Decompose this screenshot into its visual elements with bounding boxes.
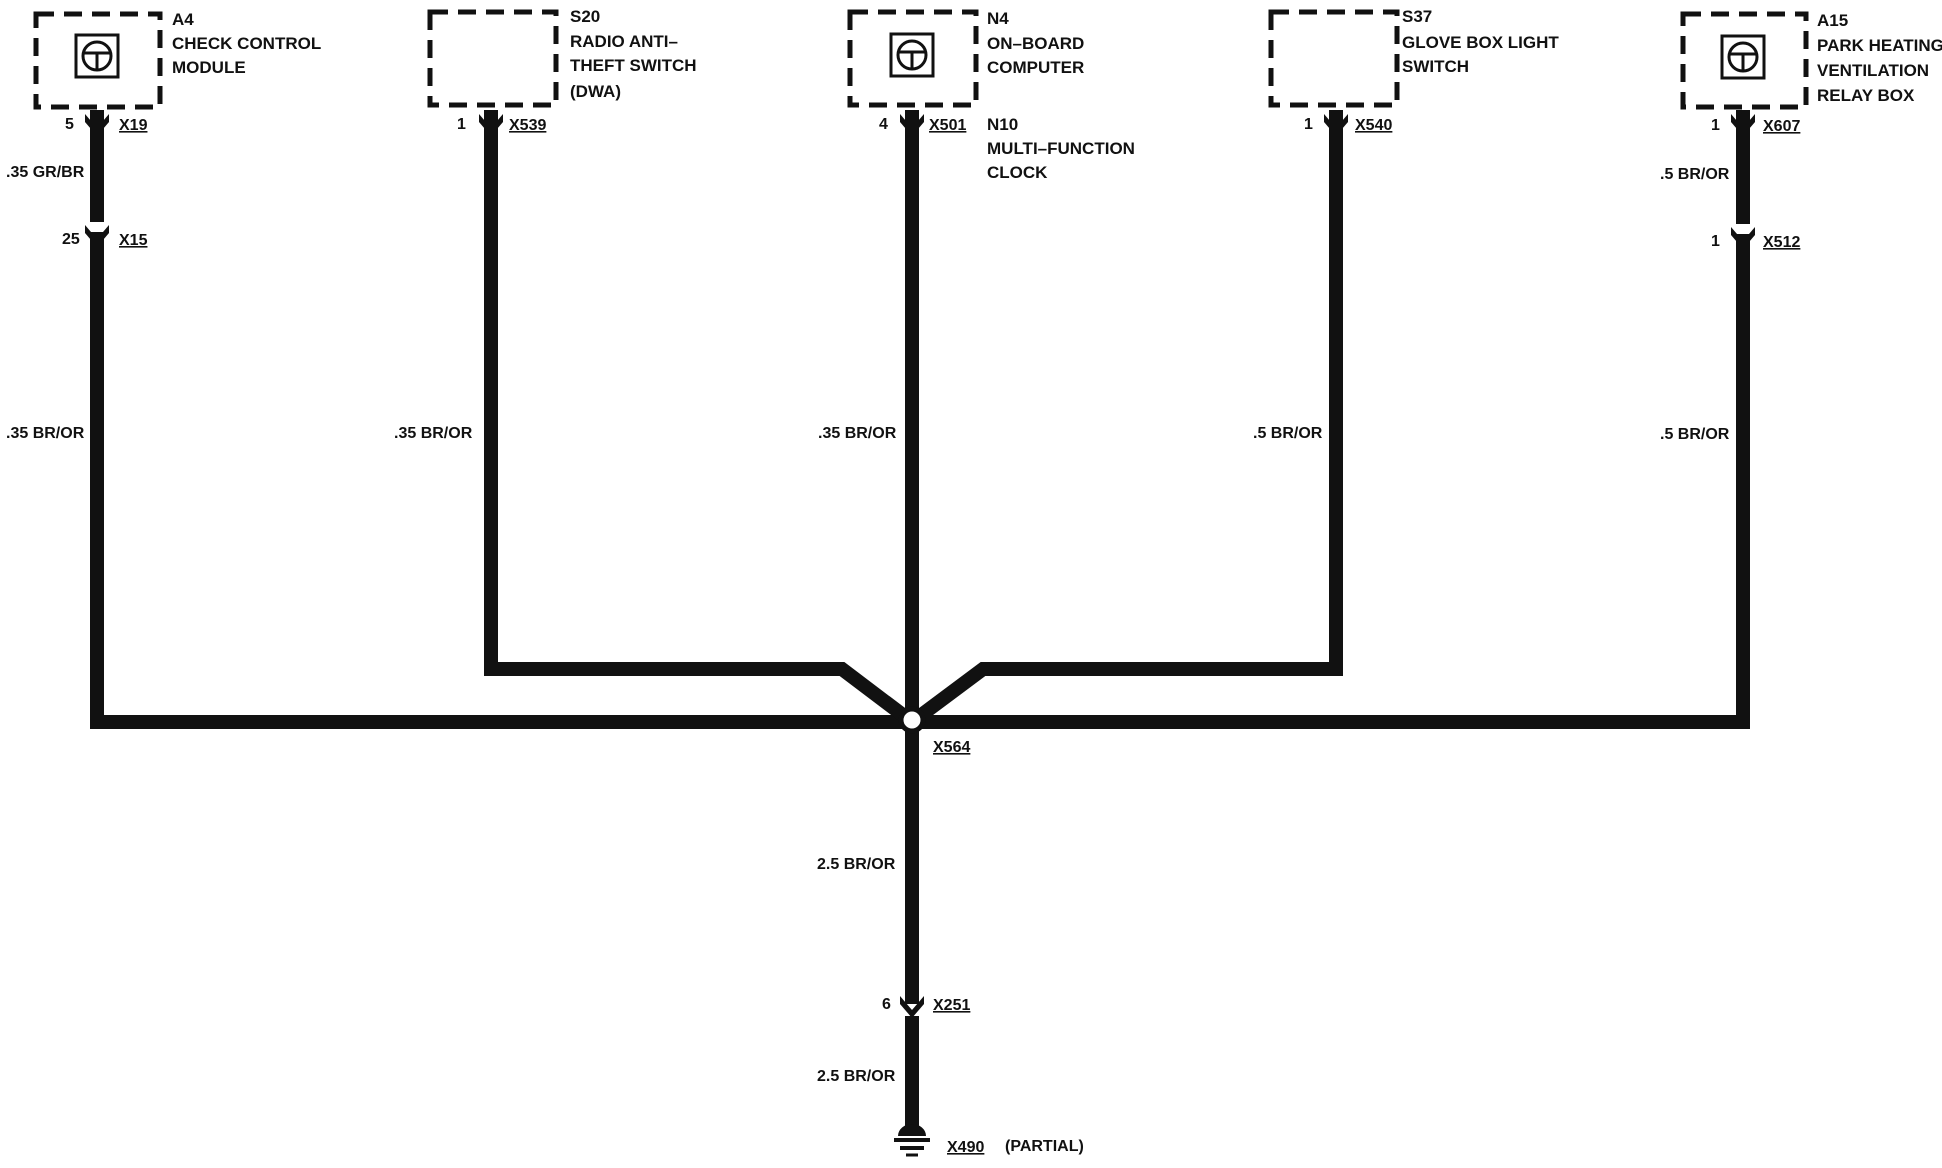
module-icon [1720,34,1766,80]
component-id-s37: S37 [1402,7,1432,26]
connector-mark-x607 [1731,114,1755,136]
component-box-s37 [1268,9,1400,108]
connector-mark-x19 [85,114,109,136]
component-name-line: RELAY BOX [1817,86,1915,105]
component-name-line: MULTI–FUNCTION [987,139,1135,158]
wire-label: .35 BR/OR [818,425,897,442]
component-name-line: SWITCH [1402,57,1469,76]
module-icon [74,33,120,79]
pin-number: 6 [882,996,891,1013]
pin-number: 25 [62,231,80,248]
component-box-a4 [33,11,163,110]
component-box-s20 [427,9,559,108]
component-name-line: ON–BOARD [987,34,1084,53]
wire-s37 [907,110,1343,728]
component-id-s20: S20 [570,7,600,26]
ground-label-x490: X490 [947,1139,984,1156]
component-name-line: MODULE [172,58,246,77]
connector-mark-x15 [85,225,109,247]
pin-number: 5 [65,116,74,133]
component-name-line: RADIO ANTI– [570,32,678,51]
wire-label: .35 GR/BR [6,164,85,181]
component-box-a15 [1680,11,1809,110]
component-id-n4: N4 [987,9,1009,28]
wire-label: .35 BR/OR [394,425,473,442]
connector-mark-x512 [1731,227,1755,249]
pin-number: 4 [879,116,888,133]
component-name-line: GLOVE BOX LIGHT [1402,33,1559,52]
connector-label-x539: X539 [509,117,546,134]
pin-number: 1 [457,116,466,133]
component-id-a15: A15 [1817,11,1848,30]
component-name-line: THEFT SWITCH [570,56,697,75]
wire-label: .5 BR/OR [1253,425,1323,442]
wire-a15-main [912,234,1750,729]
component-id-a4: A4 [172,10,194,29]
component-name-line: CHECK CONTROL [172,34,321,53]
wire-label: 2.5 BR/OR [817,856,896,873]
splice-label-x564: X564 [933,739,970,756]
wire-label: .35 BR/OR [6,425,85,442]
wire-a4-main [90,232,912,729]
module-icon [889,32,935,78]
splice-point [898,706,926,734]
component-name-line: CLOCK [987,163,1048,182]
component-name-line: PARK HEATING/ [1817,36,1942,55]
connector-mark-x539 [479,114,503,136]
connector-label-x501: X501 [929,117,966,134]
pin-number: 1 [1711,233,1720,250]
connector-label-x251: X251 [933,997,970,1014]
connector-label-x607: X607 [1763,118,1800,135]
pin-number: 1 [1711,117,1720,134]
wires [90,110,1750,1128]
connector-mark-x501 [900,114,924,136]
ground-symbol-icon [894,1124,930,1157]
component-box-n4 [847,9,979,108]
connector-label-x15: X15 [119,232,148,249]
connector-mark-x251 [900,996,924,1018]
wire-label: .5 BR/OR [1660,426,1730,443]
pin-number: 1 [1304,116,1313,133]
component-name-line: (DWA) [570,82,621,101]
connector-label-x19: X19 [119,117,148,134]
wire-label: .5 BR/OR [1660,166,1730,183]
component-name-line: COMPUTER [987,58,1084,77]
component-name-line: VENTILATION [1817,61,1929,80]
ground-note: (PARTIAL) [1005,1138,1084,1155]
connector-mark-x540 [1324,114,1348,136]
component-id-n10: N10 [987,115,1018,134]
wire-s20 [484,110,917,728]
connector-marks [85,114,1755,1018]
connector-label-x512: X512 [1763,234,1800,251]
wire-label: 2.5 BR/OR [817,1068,896,1085]
connector-label-x540: X540 [1355,117,1392,134]
